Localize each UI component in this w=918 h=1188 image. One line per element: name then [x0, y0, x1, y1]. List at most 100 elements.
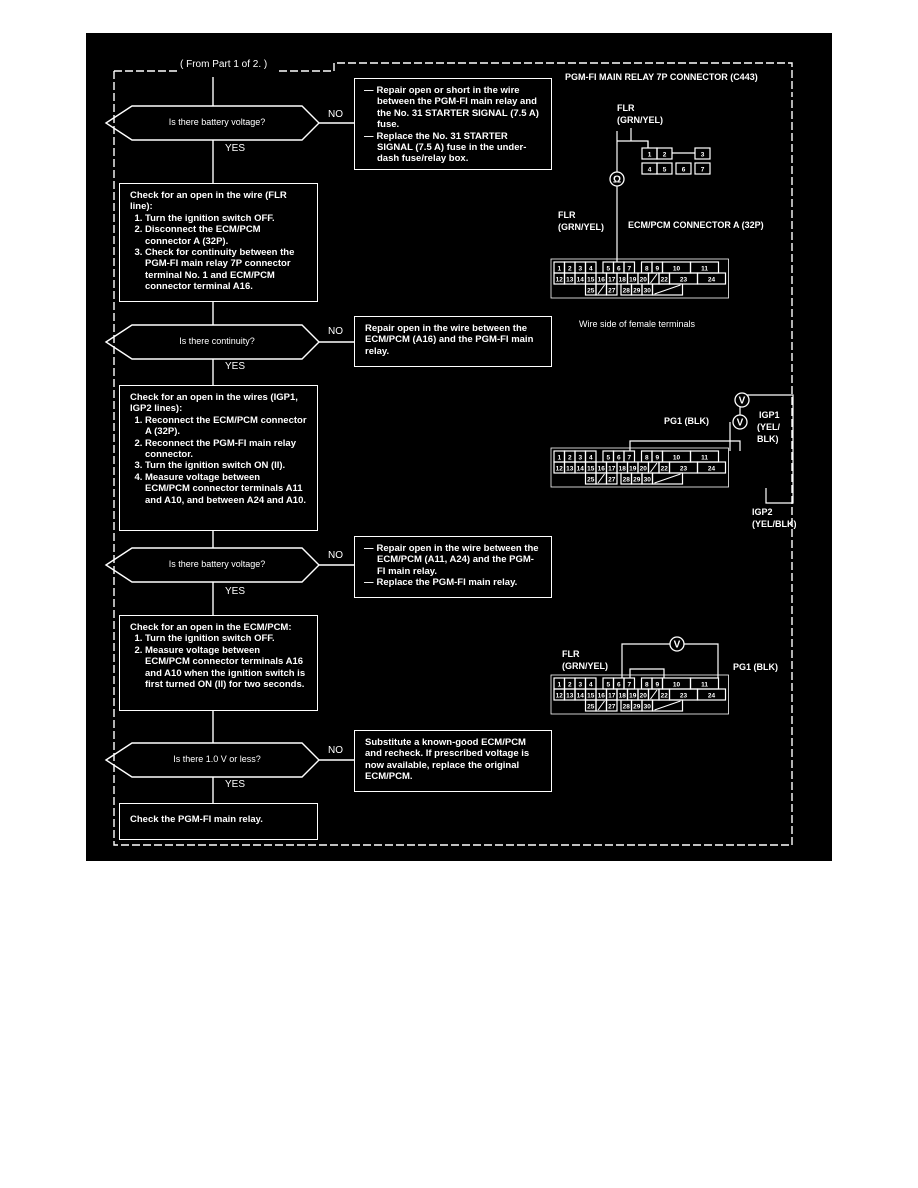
- terminal-number: 7: [701, 167, 705, 174]
- meter-symbol: [609, 171, 625, 187]
- terminal-number: 23: [680, 277, 688, 284]
- blank-cell: [651, 283, 684, 296]
- terminal-number: 27: [608, 477, 616, 484]
- terminal-number: 3: [578, 455, 582, 462]
- diagram-3-wires: V: [621, 636, 719, 678]
- terminal-cell: [696, 272, 727, 285]
- relay-connector-title: PGM-FI MAIN RELAY 7P CONNECTOR (C443): [565, 72, 758, 82]
- igp1-color-a: (YEL/: [757, 422, 781, 432]
- igp1-color-b: BLK): [757, 434, 779, 444]
- grn-yel-label-3: (GRN/YEL): [562, 661, 608, 671]
- step-2-item: Reconnect the PGM-FI main relay connecto…: [145, 438, 307, 461]
- terminal-number: 25: [587, 477, 595, 484]
- meter-letter: V: [737, 418, 744, 429]
- terminal-number: 12: [556, 693, 564, 700]
- terminal-number: 4: [589, 455, 593, 462]
- terminal-number: 17: [608, 693, 616, 700]
- terminal-number: 15: [587, 466, 595, 473]
- terminal-number: 2: [663, 152, 667, 159]
- action-2-text: Repair open in the wire between the ECM/…: [365, 323, 534, 357]
- terminal-cell: [675, 162, 692, 175]
- step-box-1: Check for an open in the wire (FLR line)…: [119, 183, 318, 302]
- meter-symbol: [734, 392, 750, 408]
- step-3-list: Turn the ignition switch OFF. Measure vo…: [130, 633, 307, 690]
- meter-symbol: [669, 636, 685, 652]
- step-1-item: Turn the ignition switch OFF.: [145, 213, 307, 224]
- terminal-number: 10: [673, 455, 681, 462]
- blank-slash: [654, 284, 681, 295]
- decision-4-text: Is there 1.0 V or less?: [173, 754, 261, 764]
- yes-label-1: YES: [225, 143, 246, 154]
- terminal-number: 14: [577, 277, 585, 284]
- flr-label-2: FLR: [558, 210, 576, 220]
- final-step-text: Check the PGM-FI main relay.: [130, 814, 263, 825]
- igp1-label: IGP1: [759, 410, 780, 420]
- blank-slash: [654, 700, 681, 711]
- action-3-item: Repair open in the wire between the ECM/…: [377, 543, 541, 577]
- terminal-number: 29: [633, 477, 641, 484]
- blank-slash: [597, 284, 605, 295]
- terminal-number: 15: [587, 693, 595, 700]
- yes-label-3: YES: [225, 586, 246, 597]
- yes-label-2: YES: [225, 361, 246, 372]
- terminal-number: 30: [644, 477, 652, 484]
- action-box-1: Repair open or short in the wire between…: [354, 78, 552, 170]
- blank-cell: [651, 699, 684, 712]
- terminal-number: 1: [557, 455, 561, 462]
- step-box-2: Check for an open in the wires (IGP1, IG…: [119, 385, 318, 531]
- step-2-title: Check for an open in the wires (IGP1, IG…: [130, 392, 298, 415]
- ecm-connector-title: ECM/PCM CONNECTOR A (32P): [628, 220, 764, 230]
- terminal-number: 29: [633, 704, 641, 711]
- no-label-2: NO: [328, 326, 343, 337]
- step-2-item: Turn the ignition switch ON (II).: [145, 460, 307, 471]
- grn-yel-label: (GRN/YEL): [617, 115, 663, 125]
- terminal-number: 8: [645, 455, 649, 462]
- step-2-item: Measure voltage between ECM/PCM connecto…: [145, 472, 307, 506]
- step-2-item: Reconnect the ECM/PCM connector A (32P).: [145, 415, 307, 438]
- terminal-number: 14: [577, 693, 585, 700]
- terminal-number: 12: [556, 466, 564, 473]
- terminal-number: 18: [619, 277, 627, 284]
- terminal-number: 13: [566, 693, 574, 700]
- connector-diagrams: PGM-FI MAIN RELAY 7P CONNECTOR (C443) FL…: [550, 72, 797, 715]
- diagram-2: PG1 (BLK) IGP1 (YEL/ BLK) IGP2 (YEL/BLK)…: [550, 392, 797, 529]
- terminal-number: 14: [577, 466, 585, 473]
- terminal-number: 3: [578, 682, 582, 689]
- terminal-number: 25: [587, 704, 595, 711]
- terminal-number: 17: [608, 277, 616, 284]
- terminal-number: 2: [568, 266, 572, 273]
- action-box-3: Repair open in the wire between the ECM/…: [354, 536, 552, 598]
- terminal-number: 2: [568, 682, 572, 689]
- terminal-number: 27: [608, 288, 616, 295]
- action-4-text: Substitute a known-good ECM/PCM and rech…: [365, 737, 530, 783]
- action-1-item: Replace the No. 31 STARTER SIGNAL (7.5 A…: [377, 131, 541, 165]
- terminal-cell: [694, 162, 711, 175]
- terminal-number: 3: [701, 152, 705, 159]
- terminal-number: 5: [663, 167, 667, 174]
- flr-label: FLR: [617, 103, 635, 113]
- connector-outline: [550, 674, 729, 715]
- pg1-label: PG1 (BLK): [664, 416, 709, 426]
- pg1-label-3: PG1 (BLK): [733, 662, 778, 672]
- action-1-item: Repair open or short in the wire between…: [377, 85, 541, 131]
- diagram-2-wires: VV: [629, 392, 794, 504]
- connector-outline: [550, 447, 729, 488]
- terminal-number: 20: [640, 466, 648, 473]
- terminal-number: 10: [673, 266, 681, 273]
- terminal-number: 9: [655, 682, 659, 689]
- terminal-number: 18: [619, 466, 627, 473]
- wire: [629, 440, 741, 451]
- terminal-number: 19: [629, 277, 637, 284]
- terminal-number: 4: [589, 682, 593, 689]
- terminal-number: 12: [556, 277, 564, 284]
- terminal-number: 1: [557, 266, 561, 273]
- terminal-number: 8: [645, 266, 649, 273]
- terminal-number: 13: [566, 277, 574, 284]
- blank-slash: [597, 700, 605, 711]
- terminal-number: 28: [623, 288, 631, 295]
- diagram-panel: ( From Part 1 of 2. ) Is there battery v…: [86, 33, 832, 861]
- flowchart-lines: [104, 62, 793, 846]
